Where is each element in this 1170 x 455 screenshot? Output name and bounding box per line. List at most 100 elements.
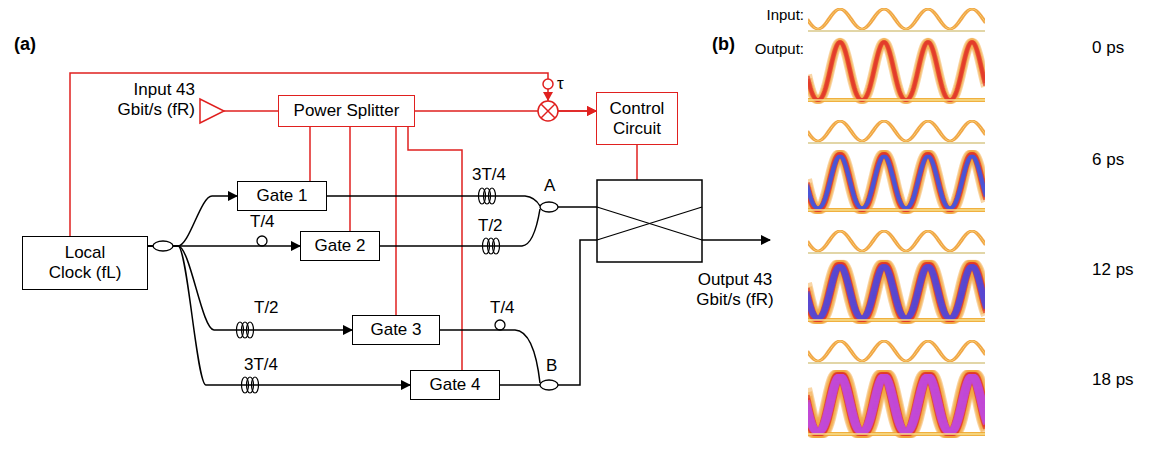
output-trace (808, 266, 985, 318)
trace-label: Input: (730, 6, 804, 24)
output-trace (808, 376, 985, 432)
output-trace (808, 42, 985, 100)
output-trace (808, 264, 985, 320)
fiber-spool (489, 188, 496, 204)
output-trace (808, 264, 985, 320)
panel-label: (a) (14, 34, 36, 56)
output-trace (808, 266, 985, 318)
output-trace (808, 374, 985, 434)
output-trace (808, 154, 985, 210)
output-trace (808, 264, 985, 320)
output-trace (808, 376, 985, 432)
delay-label: 3T/4 (472, 165, 506, 185)
output-trace (808, 42, 985, 100)
output-trace (808, 374, 985, 434)
trace-baseline (808, 209, 985, 211)
trace-baseline (808, 30, 985, 32)
mixer-cross (541, 104, 555, 118)
coupler-label: B (546, 356, 557, 376)
output-trace (808, 374, 985, 434)
delay-value: 18 ps (1092, 370, 1134, 390)
trace-baseline (808, 252, 985, 254)
switch-path (597, 207, 702, 240)
output-trace (808, 376, 985, 432)
mixer-symbol (538, 101, 558, 121)
input-trace (808, 341, 985, 361)
gate-output-wire (327, 196, 540, 206)
input-trace (808, 341, 985, 361)
output-trace (808, 374, 985, 434)
gate-output-wire (500, 384, 540, 386)
connector (395, 127, 397, 315)
splitter-box: Power Splitter (278, 95, 415, 127)
output-trace (808, 374, 985, 434)
input-trace (808, 9, 985, 29)
node-text: Gate 3 (370, 320, 421, 340)
output-trace (808, 42, 985, 100)
output-trace (808, 374, 985, 434)
coupler-output-wire (558, 206, 597, 208)
trace-baseline (808, 362, 985, 364)
panel-label: (b) (712, 34, 735, 56)
clock-box: Local Clock (fL) (22, 236, 148, 290)
output-trace (808, 42, 985, 100)
node-text: Gate 4 (429, 375, 480, 395)
connector (70, 73, 596, 236)
gate-box: Gate 3 (352, 315, 440, 345)
amplifier-symbol (200, 99, 224, 123)
output-trace (808, 264, 985, 320)
trace-baseline (808, 319, 985, 321)
output-trace (808, 156, 985, 208)
input-trace (808, 231, 985, 251)
fiber-spool (247, 322, 254, 338)
delay-value: 6 ps (1092, 150, 1124, 170)
output-trace (808, 266, 985, 318)
scope-screen (808, 334, 985, 438)
delay-label: 3T/4 (244, 355, 278, 375)
output-trace (808, 264, 985, 320)
node-text: Gate 1 (256, 186, 307, 206)
signal-label: Output 43 Gbit/s (fR) (680, 270, 790, 311)
scope-screen (808, 2, 985, 104)
output-trace (808, 154, 985, 210)
output-trace (808, 264, 985, 320)
coupler-label: A (544, 176, 555, 196)
output-trace (808, 266, 985, 318)
gate-box: Gate 2 (300, 231, 380, 261)
output-trace (808, 374, 985, 434)
scope-screen (808, 224, 985, 324)
output-trace (808, 374, 985, 434)
trace-baseline (808, 99, 985, 101)
output-trace (808, 374, 985, 434)
delay-label: T/4 (250, 212, 275, 232)
output-trace (808, 374, 985, 434)
switch-path (597, 207, 702, 240)
delay-label: T/4 (490, 298, 515, 318)
output-trace (808, 264, 985, 320)
gate-output-wire (380, 209, 540, 246)
output-trace (808, 374, 985, 434)
output-trace (808, 264, 985, 320)
output-trace (808, 156, 985, 208)
mixer-arrowhead (543, 92, 553, 101)
output-trace (808, 264, 985, 320)
output-trace (808, 374, 985, 434)
gate-box: Gate 4 (410, 370, 500, 400)
input-trace (808, 121, 985, 141)
output-trace (808, 264, 985, 320)
output-trace (808, 264, 985, 320)
output-trace (808, 374, 985, 434)
delay-loop (495, 320, 505, 330)
output-trace (808, 374, 985, 434)
output-trace (808, 264, 985, 320)
delay-label: τ (557, 74, 564, 94)
output-trace (808, 374, 985, 434)
fiber-spool (493, 238, 500, 254)
scope-screen (808, 114, 985, 214)
output-trace (808, 42, 985, 100)
output-trace (808, 264, 985, 320)
output-trace (808, 266, 985, 318)
